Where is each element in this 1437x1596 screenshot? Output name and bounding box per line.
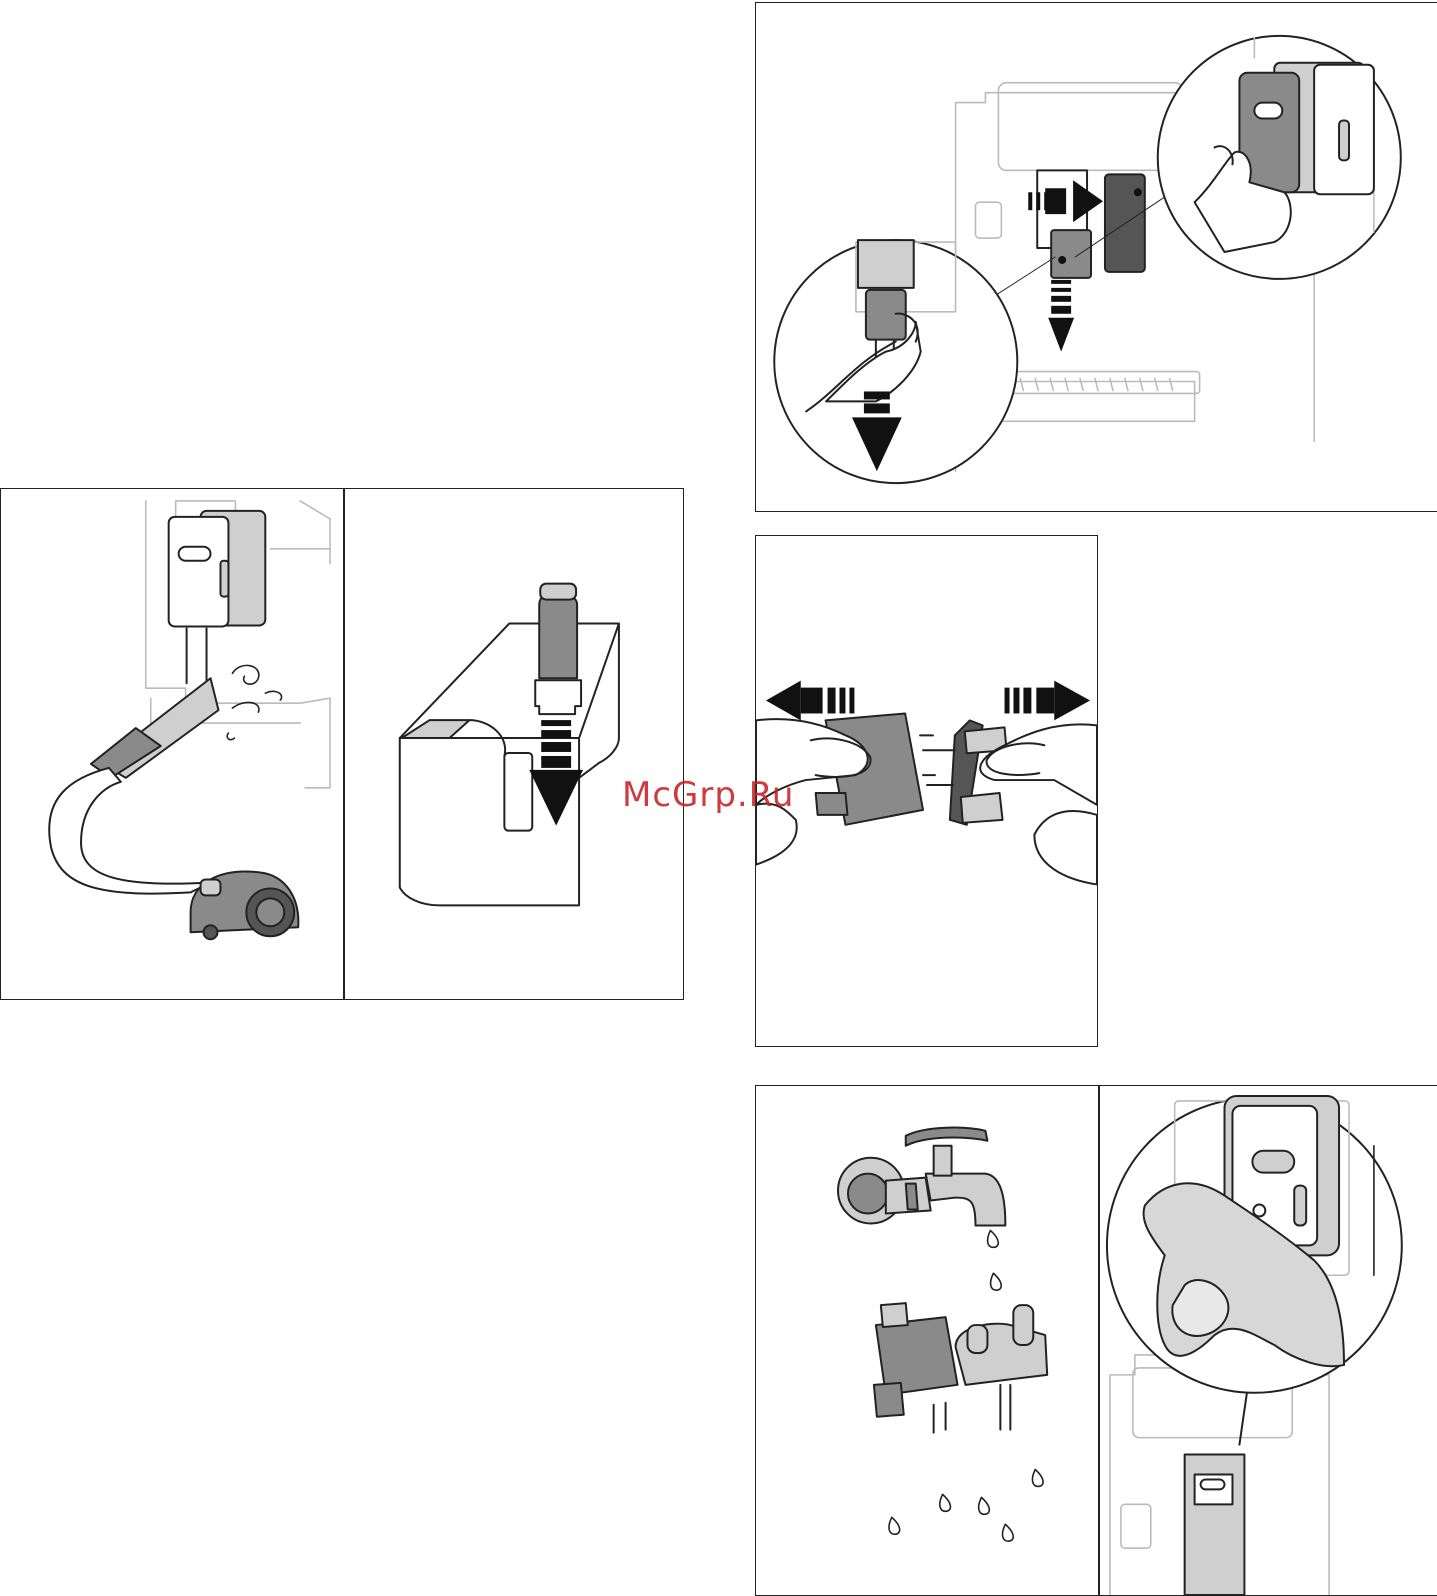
zoom-circle-right: [1158, 36, 1401, 279]
zoom-circle-wipe: [1107, 1096, 1402, 1595]
figure-double-bottom: [755, 1085, 1437, 1596]
drip-tray-grille: [1020, 379, 1172, 391]
water-filter: [535, 584, 581, 714]
arrow-down-icon: [1048, 280, 1074, 352]
separate-parts-illustration: [756, 536, 1097, 1046]
water-tap: [838, 1128, 1005, 1226]
rinse-and-wipe-illustration: [756, 1086, 1437, 1595]
watermark-text: McGrp.Ru: [622, 775, 794, 815]
water-tank-illustration: [1, 489, 683, 999]
remove-spout-illustration: [756, 3, 1437, 511]
figure-double-left: [0, 488, 684, 1000]
zoom-circle-left: [774, 240, 1017, 483]
arrow-left-icon: [766, 681, 854, 721]
figure-remove-spout: [755, 2, 1437, 512]
figure-separate-parts: [755, 535, 1098, 1047]
hands: [756, 719, 1097, 884]
spout-part-separate: [874, 1303, 1047, 1432]
arrow-right-icon: [1005, 681, 1090, 721]
